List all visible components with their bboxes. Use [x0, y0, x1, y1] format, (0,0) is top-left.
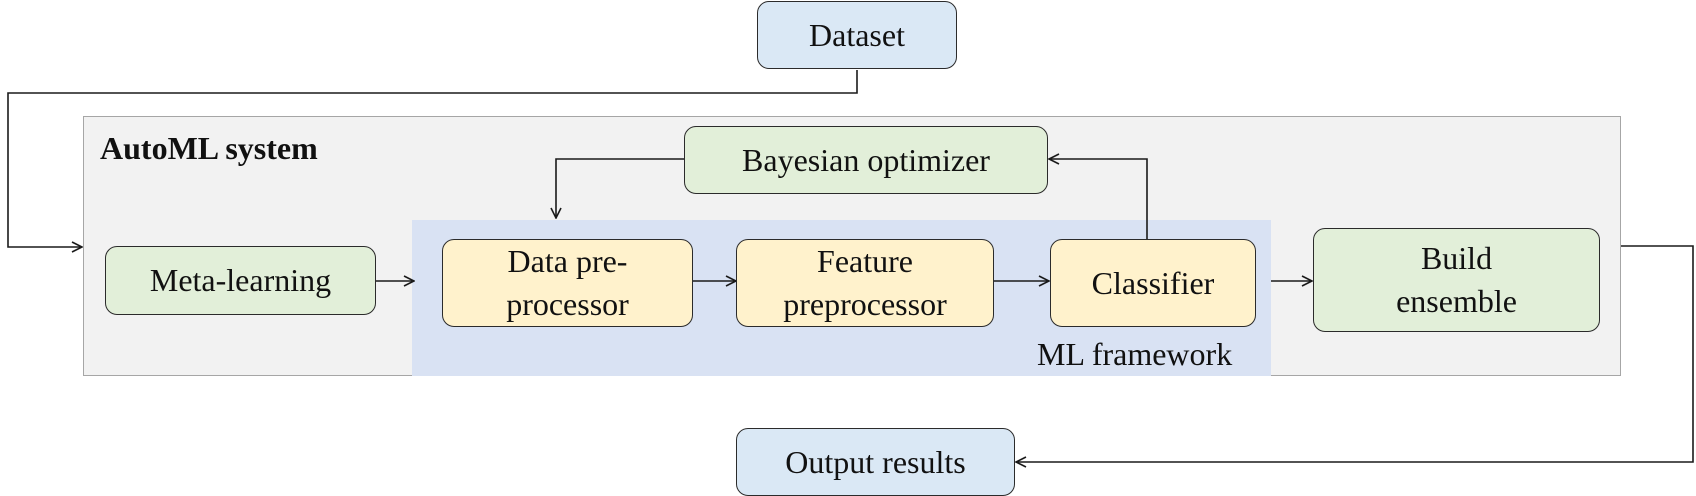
build-ensemble-node: Build ensemble [1313, 228, 1600, 332]
automl-system-label: AutoML system [100, 130, 318, 166]
edge-dataset-to-meta-learning [7, 70, 858, 247]
edge-classifier-to-bayesian-optimizer [1049, 159, 1148, 239]
bayesian-optimizer-node: Bayesian optimizer [684, 126, 1048, 194]
dataset-node: Dataset [757, 1, 957, 69]
meta-learning-node: Meta-learning [105, 246, 376, 315]
edge-bayesian-optimizer-to-data-preprocessor [556, 158, 684, 218]
ml-framework-label: ML framework [1037, 336, 1233, 372]
edge-build-ensemble-to-output [1016, 245, 1694, 462]
output-results-node: Output results [736, 428, 1015, 496]
data-preprocessor-node: Data pre- processor [442, 239, 693, 327]
classifier-node: Classifier [1050, 239, 1256, 327]
feature-preprocessor-node: Feature preprocessor [736, 239, 994, 327]
